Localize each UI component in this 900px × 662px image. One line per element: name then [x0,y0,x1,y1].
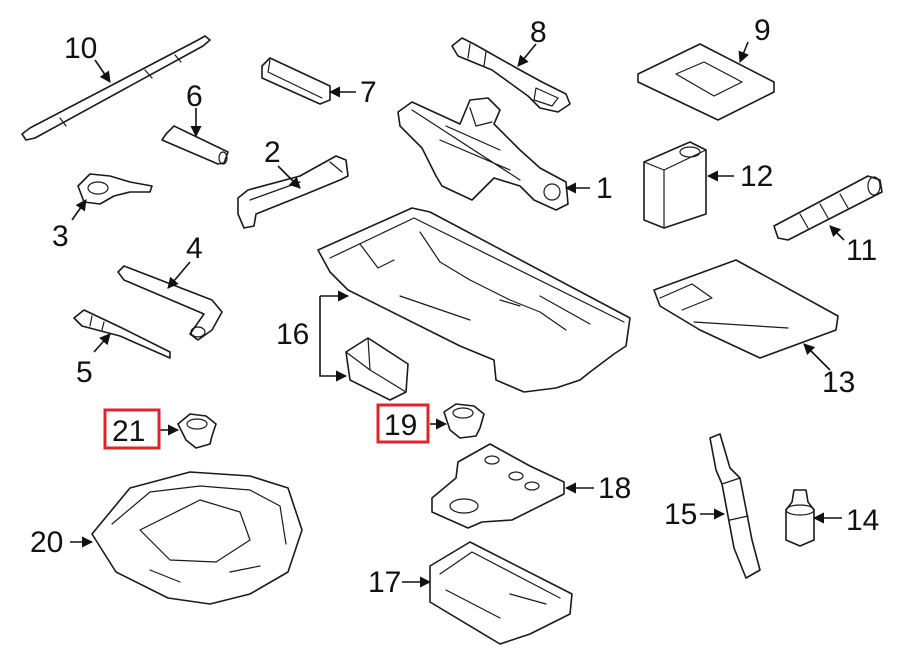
callout-8: 8 [530,16,547,49]
callout-11: 11 [846,234,877,267]
highlight-box-21 [103,408,161,450]
cylinder-part [773,175,883,241]
clip-part [261,57,331,105]
callout-18: 18 [598,472,631,505]
callout-21: 21 [112,415,145,448]
callout-17: 17 [368,566,401,599]
callout-labels: 10 6 7 8 9 2 1 12 11 3 4 5 16 13 21 19 1… [30,14,879,599]
lug-wrench-part [117,265,223,341]
sleeve-part [161,125,229,165]
callout-15: 15 [664,498,697,531]
callout-20: 20 [30,526,63,559]
leader-lines [70,41,845,588]
callout-19: 19 [384,409,417,442]
box-part [643,141,707,229]
highlight-box-19 [376,403,430,444]
gas-strut-part [709,433,761,579]
scissor-jack-part [397,97,569,211]
callout-3: 3 [52,220,69,253]
spare-wheel-foam-part [91,471,303,605]
callout-1: 1 [596,172,613,205]
tray-nut-part [443,403,485,439]
callout-6: 6 [186,80,203,113]
wrench-part [237,155,349,229]
callout-7: 7 [360,76,377,109]
callout-4: 4 [186,232,203,265]
callout-9: 9 [754,14,771,47]
cover-sheet-part [653,259,839,359]
screwdriver-part [73,309,171,359]
bottle-part [785,489,815,547]
callout-16: 16 [276,318,309,351]
callout-10: 10 [64,32,97,65]
bracket-part [77,173,153,205]
callout-2: 2 [264,136,281,169]
callout-14: 14 [846,504,879,537]
tow-eye-part [451,37,571,113]
callout-12: 12 [740,160,773,193]
lower-tray-part [429,541,573,645]
callout-5: 5 [76,356,93,389]
tray-insert-part [345,337,409,401]
mat-part [637,43,775,121]
wheel-nut-part [177,413,217,449]
extension-rod-part [21,35,211,141]
callout-13: 13 [822,366,855,399]
plate-part [431,443,565,529]
storage-tray-part [317,207,631,393]
